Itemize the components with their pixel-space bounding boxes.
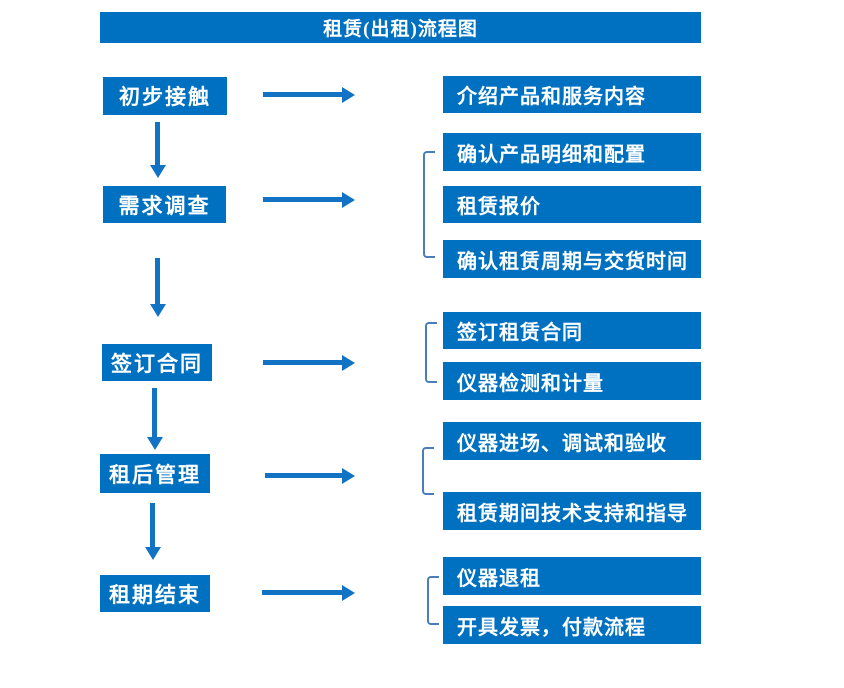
detail-box-instrument-return: 仪器退租	[443, 557, 701, 595]
detail-box-instrument-setup-acceptance: 仪器进场、调试和验收	[443, 422, 701, 460]
down-arrow-4	[144, 503, 161, 560]
detail-box-instrument-testing-metering: 仪器检测和计量	[443, 362, 701, 400]
group-bracket-post-rental	[422, 447, 434, 495]
right-arrow-5	[262, 584, 355, 601]
group-bracket-sign-contract	[425, 322, 437, 383]
group-bracket-demand-survey	[423, 151, 435, 258]
right-arrow-2	[263, 191, 355, 208]
group-bracket-rental-end	[427, 576, 439, 625]
step-box-sign-contract: 签订合同	[102, 344, 212, 381]
flowchart-title: 租赁(出租)流程图	[100, 12, 701, 43]
down-arrow-3	[146, 388, 163, 450]
right-arrow-1	[263, 86, 355, 103]
right-arrow-4	[265, 467, 355, 484]
right-arrow-3	[263, 354, 355, 371]
detail-box-confirm-period-delivery: 确认租赁周期与交货时间	[443, 240, 701, 278]
down-arrow-2	[149, 258, 166, 317]
step-box-rental-end: 租期结束	[100, 575, 210, 612]
step-box-post-rental-management: 租后管理	[100, 454, 210, 493]
detail-box-invoice-payment: 开具发票，付款流程	[443, 606, 701, 644]
step-box-demand-survey: 需求调查	[103, 186, 226, 223]
detail-box-sign-rental-contract: 签订租赁合同	[443, 312, 701, 349]
detail-box-confirm-product-config: 确认产品明细和配置	[443, 133, 701, 171]
detail-box-rental-quote: 租赁报价	[443, 186, 701, 223]
down-arrow-1	[149, 122, 166, 178]
step-box-initial-contact: 初步接触	[103, 77, 227, 115]
detail-box-tech-support-guidance: 租赁期间技术支持和指导	[443, 492, 701, 530]
detail-box-intro-products-services: 介绍产品和服务内容	[443, 76, 701, 113]
